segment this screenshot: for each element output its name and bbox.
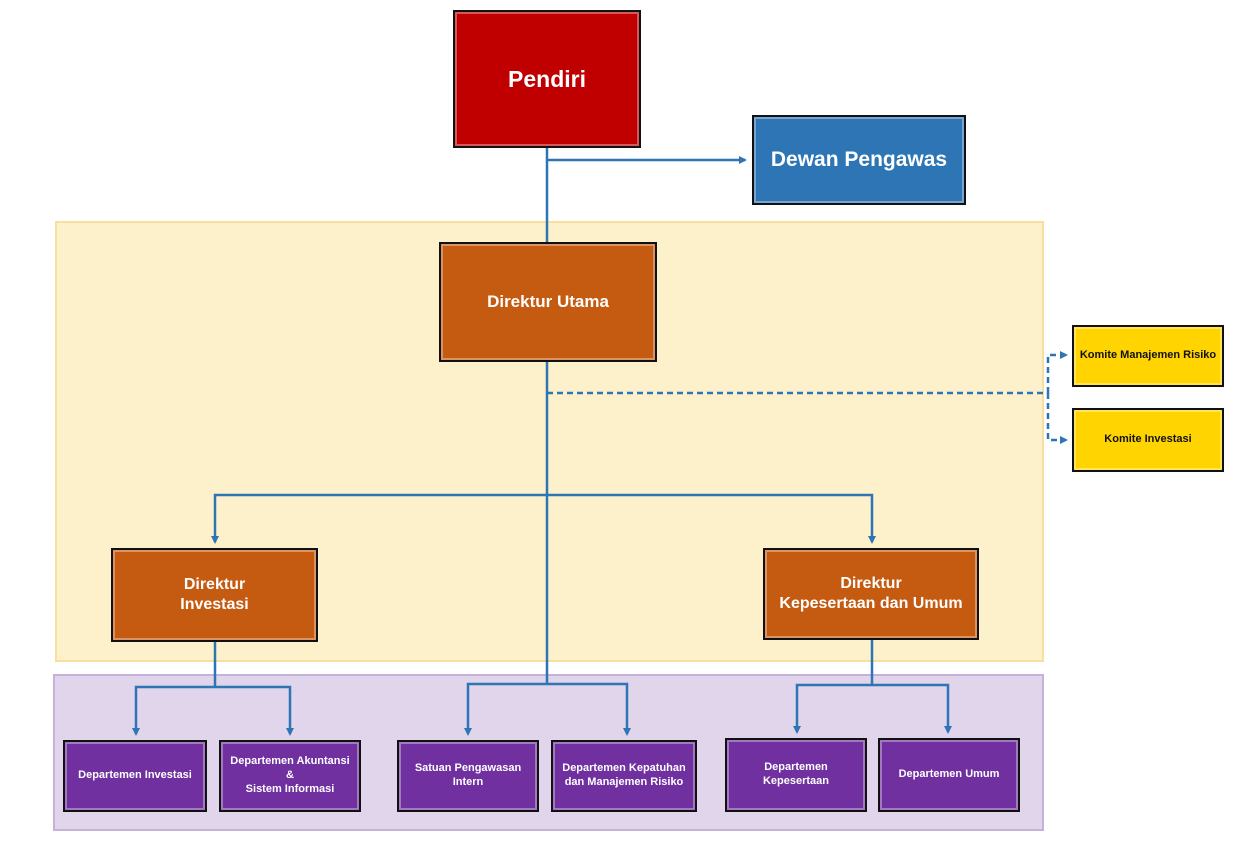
node-satuan-pengawasan-intern: Satuan Pengawasan Intern [397,740,539,812]
dashed-line-komite-risiko [1046,351,1068,393]
node-dewan-pengawas-label: Dewan Pengawas [770,147,948,171]
node-departemen-akuntansi: Departemen Akuntansi & Sistem Informasi [219,740,361,812]
node-direktur-kepesertaan-umum-label: Direktur Kepesertaan dan Umum [779,575,963,612]
node-dewan-pengawas: Dewan Pengawas [752,115,966,205]
node-departemen-umum-label: Departemen Umum [898,768,1000,781]
line-to-departemen-akuntansi [215,685,294,736]
node-departemen-umum: Departemen Umum [878,738,1020,812]
node-direktur-investasi-label: Direktur Investasi [180,576,249,613]
node-komite-manajemen-risiko: Komite Manajemen Risiko [1072,325,1224,387]
node-direktur-utama: Direktur Utama [439,242,657,362]
node-satuan-pengawasan-intern-label: Satuan Pengawasan Intern [414,762,522,788]
line-to-direktur-kepesertaan [547,493,876,544]
node-departemen-kepesertaan: Departemen Kepesertaan [725,738,867,812]
dashed-line-komite-investasi [1046,393,1068,444]
node-direktur-utama-label: Direktur Utama [487,292,609,312]
node-departemen-investasi: Departemen Investasi [63,740,207,812]
node-departemen-kepesertaan-label: Departemen Kepesertaan [762,761,830,787]
node-pendiri-label: Pendiri [508,65,586,92]
node-departemen-akuntansi-label: Departemen Akuntansi & Sistem Informasi [230,755,350,795]
line-to-departemen-umum [872,683,952,734]
node-komite-investasi: Komite Investasi [1072,408,1224,472]
node-direktur-investasi: Direktur Investasi [111,548,318,642]
line-to-satuan-pengawasan [464,682,547,736]
node-departemen-kepatuhan-label: Departemen Kepatuhan dan Manajemen Risik… [562,762,686,788]
node-departemen-investasi-label: Departemen Investasi [78,769,192,782]
node-komite-manajemen-risiko-label: Komite Manajemen Risiko [1079,349,1217,362]
line-to-departemen-investasi [132,685,215,736]
node-komite-investasi-label: Komite Investasi [1104,433,1192,446]
line-to-direktur-investasi [211,493,547,544]
node-pendiri: Pendiri [453,10,641,148]
line-to-departemen-kepatuhan [547,682,631,736]
node-departemen-kepatuhan: Departemen Kepatuhan dan Manajemen Risik… [551,740,697,812]
node-direktur-kepesertaan-umum: Direktur Kepesertaan dan Umum [763,548,979,640]
line-to-departemen-kepesertaan [793,683,872,734]
